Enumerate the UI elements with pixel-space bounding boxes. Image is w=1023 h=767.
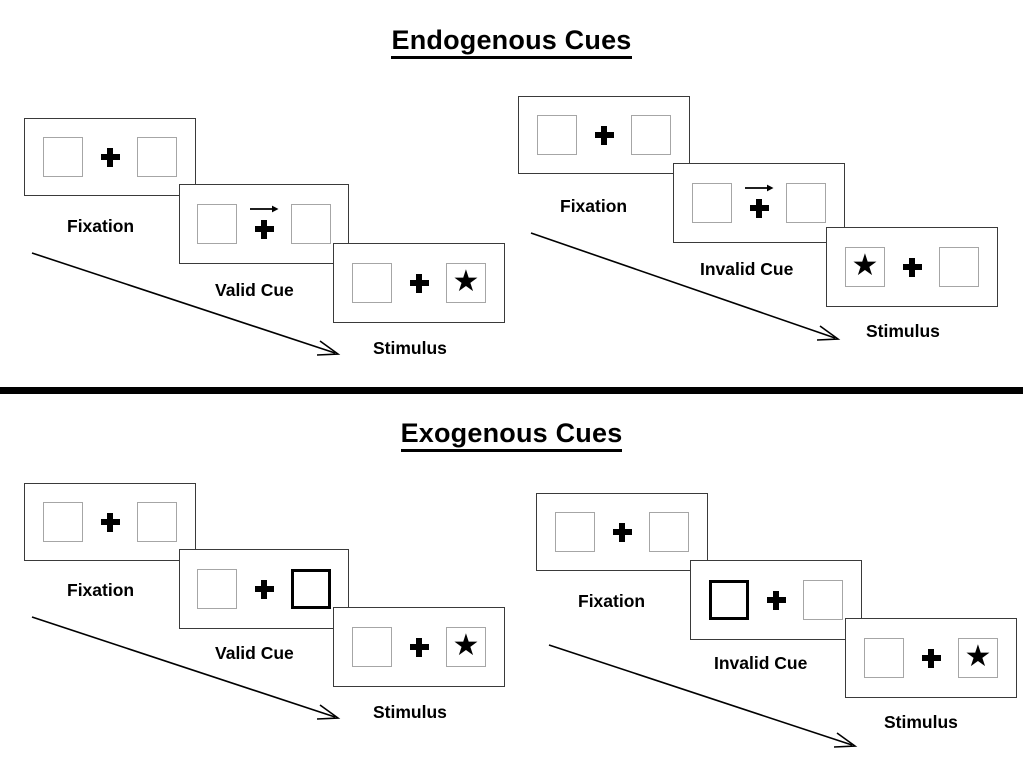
- frame-endogenous-valid-cue: [179, 184, 349, 264]
- center-slot: [83, 133, 137, 181]
- frame-exogenous-valid-stimulus: ★: [333, 607, 505, 687]
- left-box: [197, 569, 237, 609]
- center-slot: [904, 634, 958, 682]
- time-arrow-endogenous-invalid: [530, 232, 841, 341]
- right-box: [803, 580, 843, 620]
- frame-endogenous-valid-stimulus: ★: [333, 243, 505, 323]
- center-slot: [83, 498, 137, 546]
- frame-endogenous-valid-fixation: [24, 118, 196, 196]
- stage-label-exogenous-invalid-cue: Invalid Cue: [714, 653, 808, 673]
- stage-label-endogenous-valid-cue: Valid Cue: [215, 280, 294, 300]
- right-box: [939, 247, 979, 287]
- frame-endogenous-invalid-cue: [673, 163, 845, 243]
- left-box: [197, 204, 237, 244]
- time-arrow-exogenous-invalid: [548, 644, 858, 748]
- section-divider: [0, 387, 1023, 394]
- fixation-cross-icon: [254, 579, 274, 599]
- left-box: [537, 115, 577, 155]
- star-icon: ★: [452, 265, 480, 298]
- fixation-cross-icon: [921, 648, 941, 668]
- right-box: [631, 115, 671, 155]
- left-box: [352, 627, 392, 667]
- stage-label-endogenous-invalid-stimulus: Stimulus: [866, 321, 940, 341]
- left-box: [352, 263, 392, 303]
- right-box-with-target: ★: [958, 638, 998, 678]
- right-box-with-target: ★: [446, 263, 486, 303]
- center-slot: [885, 243, 939, 291]
- fixation-cross-icon: [766, 590, 786, 610]
- arrow-right-icon: [745, 184, 774, 192]
- fixation-cross-icon: [100, 147, 120, 167]
- right-box: [137, 137, 177, 177]
- section-title-endogenous: Endogenous Cues: [0, 25, 1023, 59]
- frame-exogenous-valid-cue: [179, 549, 349, 629]
- right-box: [291, 204, 331, 244]
- fixation-cross-icon: [254, 219, 274, 239]
- center-slot: [237, 200, 291, 248]
- stage-label-endogenous-valid-fixation: Fixation: [67, 216, 135, 236]
- left-box: [864, 638, 904, 678]
- right-box: [786, 183, 826, 223]
- stage-label-endogenous-valid-stimulus: Stimulus: [373, 338, 447, 358]
- section-title-exogenous-text: Exogenous Cues: [400, 418, 623, 452]
- center-slot: [237, 565, 291, 613]
- frame-exogenous-invalid-fixation: [536, 493, 708, 571]
- left-box: [43, 137, 83, 177]
- center-slot: [392, 259, 446, 307]
- fixation-cross-icon: [902, 257, 922, 277]
- arrow-right-icon: [250, 205, 279, 213]
- fixation-cross-icon: [612, 522, 632, 542]
- stage-label-exogenous-valid-cue: Valid Cue: [215, 643, 294, 663]
- left-box-with-target: ★: [845, 247, 885, 287]
- stage-label-endogenous-invalid-cue: Invalid Cue: [700, 259, 794, 279]
- right-box: [137, 502, 177, 542]
- right-box: [649, 512, 689, 552]
- fixation-cross-icon: [749, 198, 769, 218]
- center-slot: [392, 623, 446, 671]
- stage-label-exogenous-invalid-fixation: Fixation: [578, 591, 646, 611]
- left-box-cued: [709, 580, 749, 620]
- left-box: [43, 502, 83, 542]
- fixation-cross-icon: [409, 637, 429, 657]
- frame-exogenous-invalid-cue: [690, 560, 862, 640]
- left-box: [692, 183, 732, 223]
- time-arrow-exogenous-valid: [31, 616, 341, 720]
- section-title-exogenous: Exogenous Cues: [0, 418, 1023, 452]
- time-arrow-endogenous-valid: [31, 252, 341, 356]
- center-slot: [749, 576, 803, 624]
- center-slot: [732, 179, 786, 227]
- stage-label-endogenous-invalid-fixation: Fixation: [560, 196, 628, 216]
- section-title-endogenous-text: Endogenous Cues: [391, 25, 632, 59]
- frame-endogenous-invalid-stimulus: ★: [826, 227, 998, 307]
- frame-exogenous-valid-fixation: [24, 483, 196, 561]
- fixation-cross-icon: [100, 512, 120, 532]
- frame-endogenous-invalid-fixation: [518, 96, 690, 174]
- fixation-cross-icon: [594, 125, 614, 145]
- right-box-with-target: ★: [446, 627, 486, 667]
- stage-label-exogenous-invalid-stimulus: Stimulus: [884, 712, 958, 732]
- center-slot: [577, 111, 631, 159]
- right-box-cued: [291, 569, 331, 609]
- stage-label-exogenous-valid-stimulus: Stimulus: [373, 702, 447, 722]
- star-icon: ★: [851, 249, 879, 282]
- stage-label-exogenous-valid-fixation: Fixation: [67, 580, 135, 600]
- frame-exogenous-invalid-stimulus: ★: [845, 618, 1017, 698]
- left-box: [555, 512, 595, 552]
- star-icon: ★: [964, 640, 992, 673]
- center-slot: [595, 508, 649, 556]
- fixation-cross-icon: [409, 273, 429, 293]
- star-icon: ★: [452, 629, 480, 662]
